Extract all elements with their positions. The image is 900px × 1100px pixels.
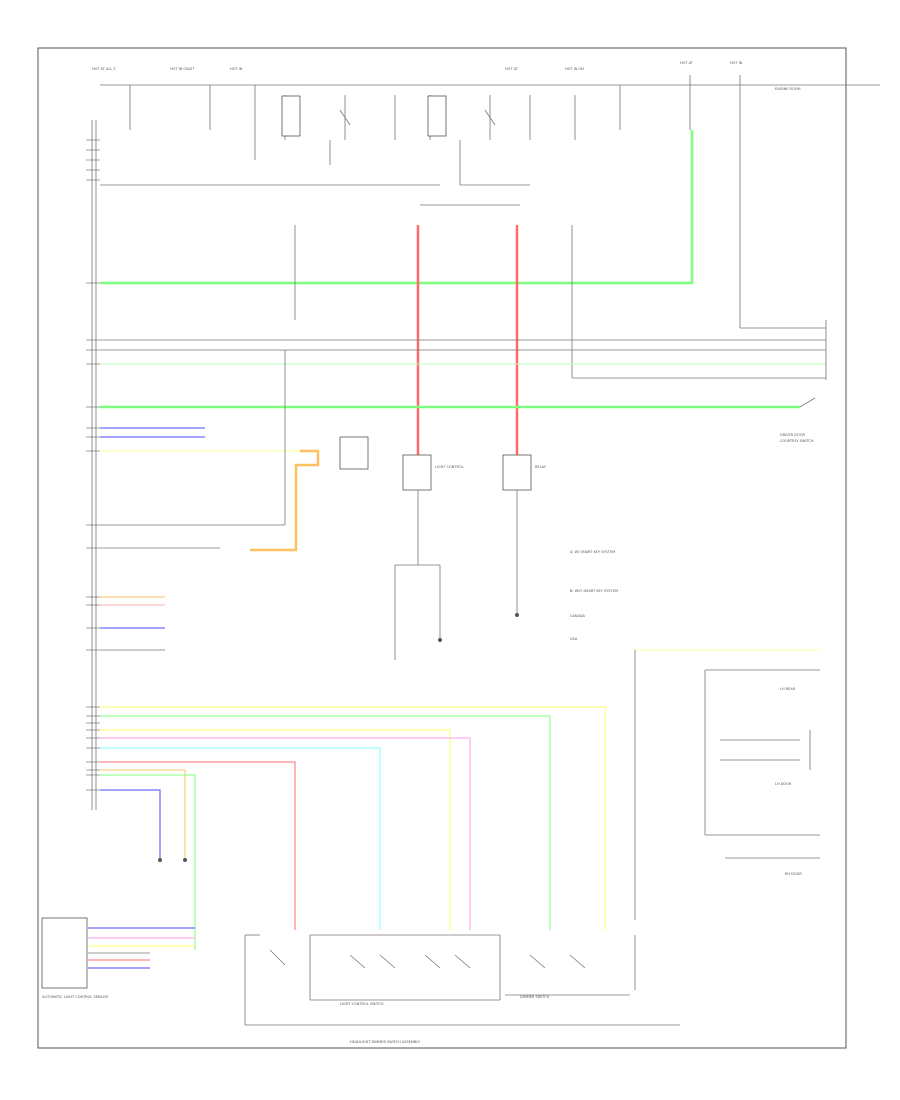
wire-yellow-2 (100, 729, 451, 930)
svg-text:HOT AT: HOT AT (505, 67, 519, 71)
ecu-pins (86, 139, 100, 791)
svg-text:DRIVER DOOR: DRIVER DOOR (780, 433, 806, 437)
svg-text:B: W/O SMART KEY SYSTEM: B: W/O SMART KEY SYSTEM (570, 589, 618, 593)
wire-pink-long (100, 737, 471, 930)
left-bottom-module: AUTOMATIC LIGHT CONTROL SENSOR (41, 917, 195, 999)
left-bottom-module-label: AUTOMATIC LIGHT CONTROL SENSOR (42, 995, 109, 999)
svg-text:LIGHT CONTROL SWITCH: LIGHT CONTROL SWITCH (340, 1002, 384, 1006)
door-switch (799, 397, 816, 408)
relay-3 (502, 454, 532, 491)
svg-text:HOT AT: HOT AT (680, 61, 694, 65)
wire-blue-down (100, 789, 161, 860)
svg-text:HOT IN: HOT IN (230, 67, 243, 71)
wire-orange-down (100, 769, 186, 860)
svg-text:LH REAR: LH REAR (780, 687, 796, 691)
svg-text:HOT IN: HOT IN (730, 61, 743, 65)
legend-b: USA (570, 637, 578, 641)
wire-yellow-long (100, 706, 606, 930)
headlight-switch-assembly: LIGHT CONTROL SWITCH DIMMER SWITCH HEADL… (244, 934, 680, 1044)
svg-text:RELAY: RELAY (535, 465, 547, 469)
wire-orange (250, 449, 320, 552)
top-fuse-block: HOT AT ALL T. HOT IN ON/ST HOT IN HOT AT… (92, 61, 880, 186)
relay-2 (402, 454, 432, 491)
wire-red-long (100, 761, 296, 930)
wire-green-down (100, 774, 196, 950)
right-module: LH REAR LH DOOR RH DOOR (634, 649, 820, 920)
legend: A: W/ SMART KEY SYSTEM B: W/O SMART KEY … (570, 550, 618, 641)
svg-text:ENGINE ROOM: ENGINE ROOM (775, 87, 800, 91)
svg-text:DIMMER SWITCH: DIMMER SWITCH (520, 995, 550, 999)
relay-1 (339, 436, 369, 470)
bottom-main-label: HEADLIGHT DIMMER SWITCH ASSEMBLY (350, 1040, 421, 1044)
svg-text:HOT IN ON: HOT IN ON (565, 67, 584, 71)
legend-a: CANADA (570, 614, 585, 618)
svg-text:A: W/ SMART KEY SYSTEM: A: W/ SMART KEY SYSTEM (570, 550, 615, 554)
diagram-frame (37, 47, 847, 1049)
svg-text:LH DOOR: LH DOOR (775, 782, 792, 786)
wire-green-long (100, 715, 551, 930)
svg-text:LIGHT CONTROL: LIGHT CONTROL (435, 465, 464, 469)
wire-cyan-long (100, 747, 381, 930)
svg-text:COURTESY SWITCH: COURTESY SWITCH (780, 439, 814, 443)
svg-text:HOT AT ALL T.: HOT AT ALL T. (92, 67, 116, 71)
wire-green-1 (100, 130, 694, 285)
svg-text:RH DOOR: RH DOOR (785, 872, 802, 876)
svg-text:HOT IN ON/ST: HOT IN ON/ST (170, 67, 195, 71)
